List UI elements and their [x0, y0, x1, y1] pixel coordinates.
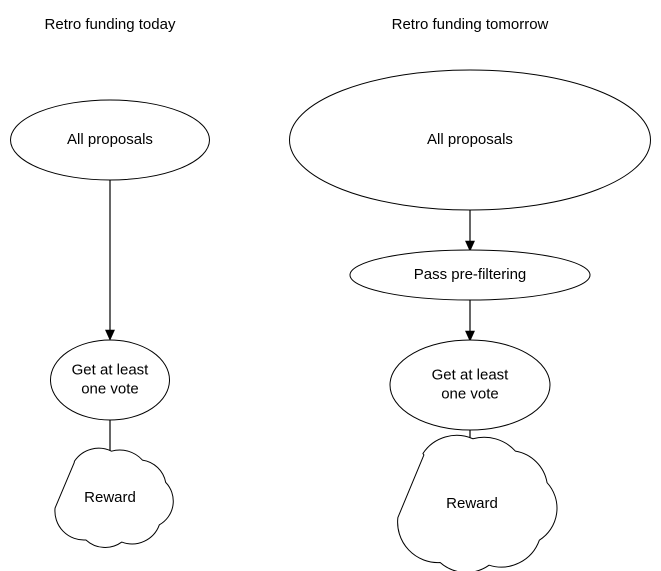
arrow-head-icon [465, 240, 475, 252]
arrow-today-edge-1 [105, 180, 115, 341]
cloud-shape [54, 447, 174, 548]
arrow-head-icon [105, 329, 115, 341]
ellipse-shape [389, 339, 551, 431]
column-title-today: Retro funding today [45, 16, 176, 33]
node-tomorrow-all-proposals[interactable]: All proposals [289, 69, 651, 211]
node-today-reward[interactable]: Reward [54, 447, 174, 548]
node-tomorrow-one-vote[interactable]: Get at least one vote [389, 339, 551, 431]
node-label: Reward [446, 495, 498, 512]
node-label: All proposals [67, 131, 153, 148]
arrow-tomorrow-edge-1 [465, 210, 475, 252]
ellipse-shape [50, 339, 170, 421]
node-label: Get at least [432, 366, 510, 383]
ellipse-shape [10, 99, 210, 181]
ellipse-shape [289, 69, 651, 211]
ellipse-shape [349, 249, 591, 301]
node-today-one-vote[interactable]: Get at least one vote [50, 339, 170, 421]
node-tomorrow-pre-filtering[interactable]: Pass pre-filtering [349, 249, 591, 301]
node-label: one vote [81, 380, 139, 397]
node-label: Get at least [72, 361, 150, 378]
cloud-shape [397, 434, 558, 571]
node-label: Pass pre-filtering [414, 266, 527, 283]
node-label: one vote [441, 385, 499, 402]
arrow-tomorrow-edge-2 [465, 300, 475, 342]
node-label: All proposals [427, 131, 513, 148]
node-tomorrow-reward[interactable]: Reward [397, 434, 558, 571]
column-title-tomorrow: Retro funding tomorrow [392, 16, 549, 33]
node-label: Reward [84, 489, 136, 506]
arrow-head-icon [465, 330, 475, 342]
node-today-all-proposals[interactable]: All proposals [10, 99, 210, 181]
